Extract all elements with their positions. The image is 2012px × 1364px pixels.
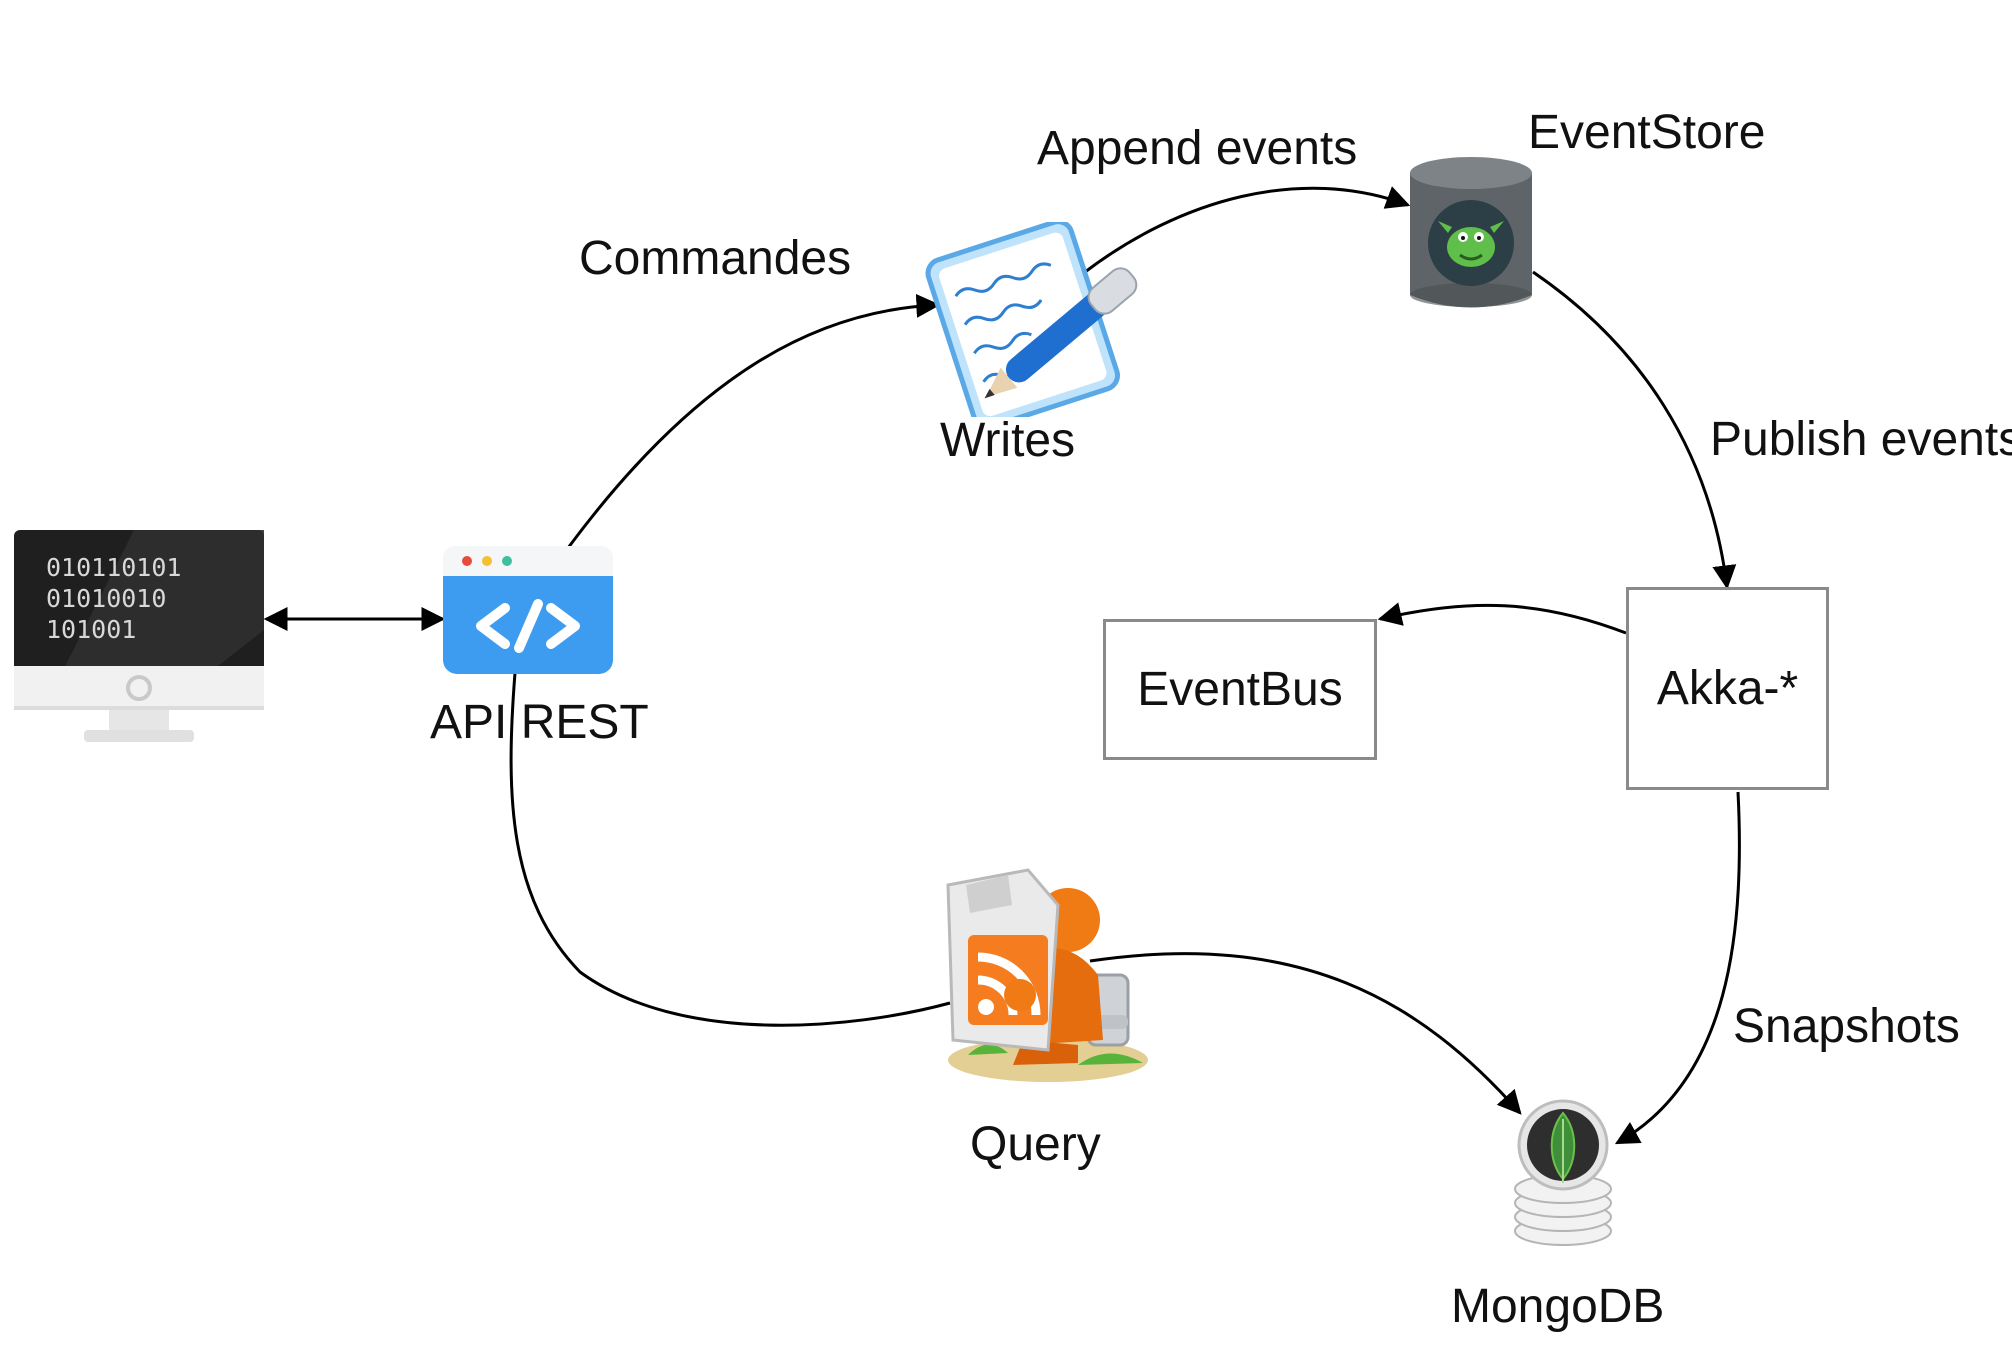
arrow-query-mongodb (1089, 952, 1522, 1115)
arrow-akka-eventbus (1377, 602, 1627, 635)
binary-line-2: 01010010 (46, 584, 167, 613)
mongodb-label: MongoDB (1451, 1280, 1665, 1333)
arrow-publish-events (1532, 270, 1737, 590)
arrow-snapshots (1614, 791, 1741, 1145)
monitor-icon (14, 530, 264, 742)
binary-line-3: 101001 (46, 615, 137, 644)
eventstore-label: EventStore (1528, 106, 1766, 159)
binary-line-1: 010110101 (46, 553, 182, 582)
arrow-append-events (1084, 186, 1411, 274)
rss-reader-icon (946, 868, 1148, 1082)
append-events-label: Append events (1037, 122, 1358, 175)
arrow-api-query (509, 672, 951, 1027)
eventbus-box: EventBus (1103, 619, 1377, 760)
notepad-pen-icon (925, 222, 1138, 417)
akka-box: Akka-* (1626, 587, 1829, 790)
publish-events-label: Publish events (1710, 413, 2012, 466)
database-drum-icon (1410, 157, 1532, 308)
writes-label: Writes (940, 414, 1076, 467)
commandes-label: Commandes (579, 232, 852, 285)
query-label: Query (970, 1118, 1101, 1171)
akka-label: Akka-* (1656, 662, 1799, 715)
arrow-commandes (566, 293, 941, 549)
eventbus-label: EventBus (1137, 663, 1343, 716)
snapshots-label: Snapshots (1733, 1000, 1960, 1053)
code-window-icon (443, 546, 613, 674)
mongodb-stack-icon (1514, 1099, 1612, 1246)
api-rest-label: API REST (430, 696, 649, 749)
